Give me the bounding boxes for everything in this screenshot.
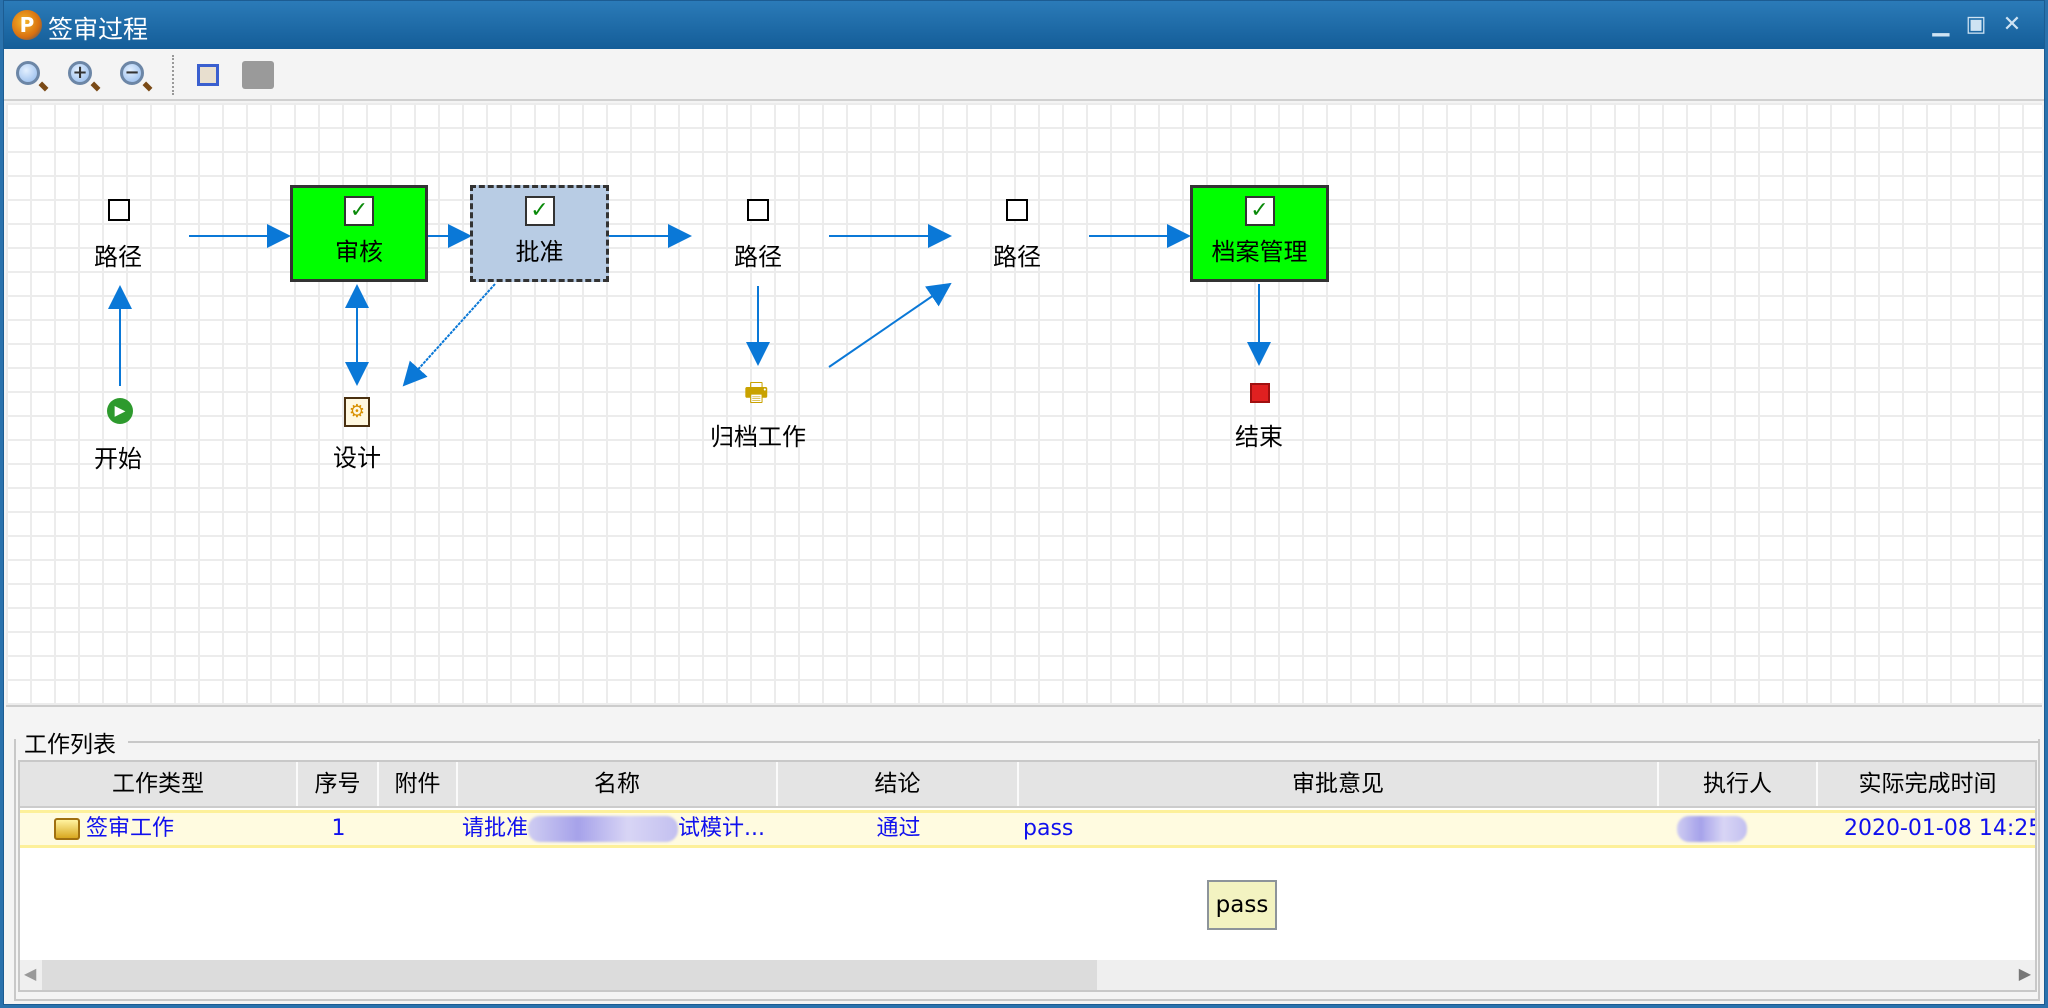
worklist-table: 工作类型 序号 附件 名称 结论 审批意见 执行人 实际完成时间 签审工作 1 … — [18, 760, 2037, 992]
name-suffix: 试模计... — [678, 816, 765, 841]
column-header[interactable]: 名称 — [458, 762, 778, 806]
maximize-button[interactable]: ▣ — [1965, 12, 1987, 37]
cell-seq: 1 — [331, 816, 346, 841]
task-archive-management-label: 档案管理 — [1211, 238, 1308, 266]
column-header[interactable]: 执行人 — [1659, 762, 1818, 806]
cell-finish-time: 2020-01-08 14:25 — [1844, 816, 2037, 841]
group-border — [128, 741, 2040, 743]
edit-button[interactable] — [242, 59, 274, 91]
table-header: 工作类型 序号 附件 名称 结论 审批意见 执行人 实际完成时间 — [20, 762, 2035, 808]
zoom-out-icon: − — [120, 61, 144, 85]
fit-page-icon — [197, 64, 219, 86]
printer-icon[interactable]: 🖶 — [744, 378, 769, 408]
scroll-left-arrow-icon[interactable]: ◀ — [24, 964, 37, 983]
folder-icon — [54, 813, 80, 845]
app-logo-icon: P — [12, 10, 42, 40]
task-approval-icon: ✓ — [524, 196, 555, 226]
task-archive-management[interactable]: ✓ 档案管理 — [1190, 185, 1329, 282]
edge-archivework-route3 — [828, 282, 952, 368]
task-approve[interactable]: ✓ 批准 — [470, 185, 609, 282]
workflow-canvas[interactable]: 路径 ✓ 审核 ✓ 批准 路径 路径 ✓ 档案管理 ▶ 开始 ⚙ 设计 🖶 归档… — [6, 103, 2042, 707]
cell-type: 签审工作 — [86, 816, 175, 841]
zoom-in-icon: + — [68, 61, 92, 85]
column-header[interactable]: 工作类型 — [20, 762, 298, 806]
name-prefix: 请批准 — [462, 816, 529, 841]
column-header[interactable]: 审批意见 — [1019, 762, 1659, 806]
column-header[interactable]: 结论 — [778, 762, 1019, 806]
scrollbar-thumb[interactable] — [42, 960, 1097, 990]
column-header[interactable]: 实际完成时间 — [1818, 762, 2035, 806]
start-icon[interactable]: ▶ — [107, 398, 133, 424]
task-approval-icon: ✓ — [1244, 196, 1275, 226]
scroll-right-arrow-icon[interactable]: ▶ — [2018, 964, 2031, 983]
route3-label: 路径 — [993, 243, 1041, 271]
zoom-out-button[interactable]: − — [118, 59, 150, 91]
task-approve-label: 批准 — [515, 238, 564, 266]
zoom-in-button[interactable]: + — [66, 59, 98, 91]
table-row[interactable]: 签审工作 1 请批准 试模计... 通过 pass 2020-01-08 14:2… — [20, 810, 2035, 848]
cell-executor — [1659, 813, 1818, 845]
worklist-title: 工作列表 — [20, 725, 120, 759]
cell-opinion: pass — [1023, 816, 1074, 841]
minimize-button[interactable]: ▁ — [1932, 12, 1950, 37]
redacted-text — [1677, 816, 1747, 842]
toolbar: + − — [4, 49, 2044, 101]
title-bar: P 签审过程 ▁ ▣ ✕ — [4, 1, 2044, 49]
tooltip: pass — [1207, 880, 1277, 930]
route-node-icon[interactable] — [108, 199, 130, 221]
edge-approve-design — [402, 283, 496, 387]
column-header[interactable]: 附件 — [379, 762, 458, 806]
disabled-edit-icon — [242, 61, 274, 89]
cell-conclusion: 通过 — [876, 816, 921, 841]
redacted-text — [528, 816, 679, 842]
start-label: 开始 — [94, 445, 142, 473]
close-button[interactable]: ✕ — [2002, 12, 2022, 37]
cell-name: 请批准 试模计... — [462, 813, 774, 845]
task-approval-icon: ✓ — [344, 196, 374, 226]
end-label: 结束 — [1235, 423, 1283, 451]
fit-page-button[interactable] — [192, 59, 224, 91]
route2-label: 路径 — [734, 243, 782, 271]
window-title: 签审过程 — [48, 15, 149, 44]
design-label: 设计 — [333, 444, 381, 472]
workflow-edges — [108, 224, 1271, 387]
route-node-icon[interactable] — [1006, 199, 1028, 221]
zoom-reset-button[interactable] — [14, 59, 46, 91]
route-node-icon[interactable] — [747, 199, 769, 221]
cell-attachment — [379, 813, 458, 845]
archive-work-label: 归档工作 — [710, 423, 806, 451]
task-review[interactable]: ✓ 审核 — [290, 185, 428, 282]
window: P 签审过程 ▁ ▣ ✕ + − — [3, 0, 2045, 1005]
worklist-group — [14, 739, 2040, 1001]
horizontal-scrollbar[interactable]: ◀ ▶ — [20, 960, 2035, 990]
zoom-reset-icon — [16, 61, 40, 85]
route1-label: 路径 — [94, 243, 142, 271]
end-icon[interactable] — [1250, 383, 1270, 403]
column-header[interactable]: 序号 — [298, 762, 379, 806]
design-document-icon[interactable]: ⚙ — [344, 397, 370, 427]
task-review-label: 审核 — [335, 238, 383, 266]
toolbar-separator — [172, 55, 174, 95]
